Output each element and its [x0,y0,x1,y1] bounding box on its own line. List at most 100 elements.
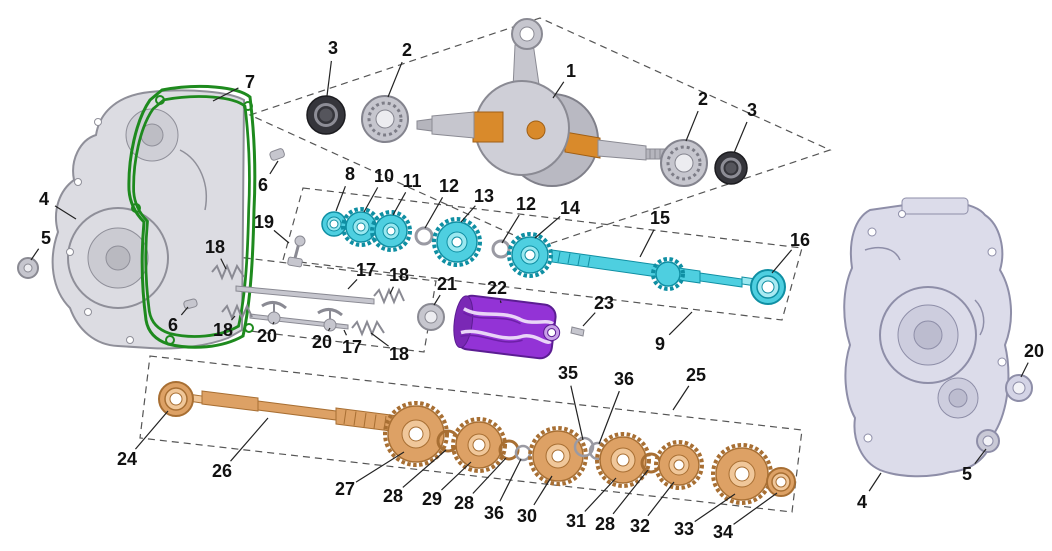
left-plug-5 [17,257,39,279]
callout-6: 6 [168,306,189,335]
washer-12a [414,226,434,246]
callout-leader-line [433,294,441,306]
callout-leader-line [370,332,389,347]
callout-20: 20 [312,327,332,352]
callout-leader-line [269,160,279,175]
shift-shaft-17-upper [235,285,375,305]
callout-18: 18 [389,265,409,295]
callout-35: 35 [558,363,584,441]
callout-label: 12 [439,176,459,196]
callout-label: 18 [205,237,225,257]
callout-leader-line [355,451,405,483]
callout-leader-line [273,229,290,244]
callout-label: 17 [342,337,362,357]
callout-28: 28 [454,457,507,513]
callout-label: 36 [484,503,504,523]
pin-23 [570,326,585,337]
callout-9: 9 [655,311,693,354]
gear-14 [507,232,553,278]
callout-leader-line [499,458,522,502]
callout-leader-line [230,417,269,462]
callout-leader-line [570,385,584,441]
callout-label: 27 [335,479,355,499]
callout-leader-line [501,214,520,244]
callout-14: 14 [534,198,580,239]
callout-34: 34 [713,492,778,542]
callout-label: 28 [383,486,403,506]
callout-label: 2 [402,40,412,60]
callout-15: 15 [639,208,670,258]
main-bearing-3-left [306,95,346,135]
callout-17: 17 [342,329,362,357]
callout-32: 32 [630,481,675,536]
output-shaft-assembly [158,381,796,505]
callout-label: 31 [566,511,586,531]
callout-label: 19 [254,212,274,232]
callout-label: 18 [213,320,233,340]
case-top-tab [901,197,969,215]
callout-leader-line [668,311,693,336]
callout-leader-line [771,249,793,274]
callout-leader-line [326,60,332,97]
callout-leader-line [460,205,476,223]
callout-leader-line [499,300,502,304]
callout-label: 18 [389,265,409,285]
callout-label: 30 [517,506,537,526]
callout-leader-line [347,279,358,290]
main-bearing-3-right [714,151,748,185]
callout-label: 36 [614,369,634,389]
end-cap-21 [417,303,445,331]
dowel-pin-6-top [269,148,285,161]
spring-18a [211,263,245,281]
callout-leader-line [54,205,77,220]
dowel-pin-6-bottom [183,298,198,310]
crankcase-gasket [127,85,257,349]
callout-leader-line [424,196,444,229]
callout-20: 20 [257,321,277,346]
callout-13: 13 [460,186,494,223]
callout-24: 24 [117,410,169,469]
main-bearing-2-left [361,95,409,143]
callout-leader-line [392,192,407,216]
callout-label: 3 [328,38,338,58]
callout-6: 6 [258,160,279,195]
callout-leader-line [389,286,394,295]
callout-label: 22 [487,278,507,298]
washer-12b [491,239,511,259]
callout-4: 4 [39,189,77,220]
callout-label: 12 [516,194,536,214]
callout-leader-line [685,110,699,142]
callout-33: 33 [674,493,736,539]
callout-label: 10 [374,166,394,186]
callout-label: 25 [686,365,706,385]
callout-leader-line [1020,362,1029,378]
callout-leader-line [639,229,655,258]
callout-label: 5 [962,464,972,484]
callout-label: 23 [594,293,614,313]
crankshaft-group-box [248,17,832,248]
input-shaft-assembly [321,207,786,305]
shift-mechanism [211,235,585,337]
callout-25: 25 [672,365,706,411]
washer-35 [573,436,595,458]
callout-1: 1 [552,61,576,99]
callout-3: 3 [733,100,757,154]
callout-label: 15 [650,208,670,228]
callout-11: 11 [392,171,422,216]
bearing-34 [766,467,796,497]
callout-leader-line [552,81,565,99]
callout-19: 19 [254,212,290,244]
callout-label: 18 [389,344,409,364]
callout-2: 2 [685,89,708,142]
callout-label: 17 [356,260,376,280]
callout-label: 35 [558,363,578,383]
callout-leader-line [868,472,882,492]
shift-fork-20b [317,308,343,332]
main-bearing-2-right [660,139,708,187]
callout-leader-line [534,216,561,239]
callout-label: 6 [168,315,178,335]
gear-30 [528,426,588,486]
callout-36: 36 [598,369,634,445]
